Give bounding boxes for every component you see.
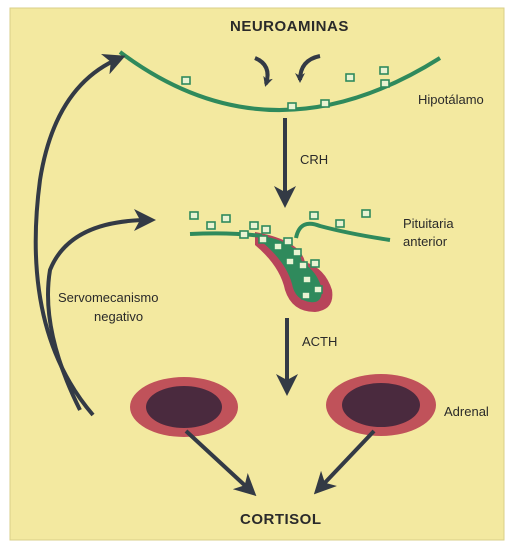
- neuroaminas-title: NEUROAMINAS: [230, 18, 349, 35]
- adrenal-right: [326, 374, 436, 436]
- hypothalamus-label: Hipotálamo: [418, 92, 484, 107]
- feedback-label-line2: negativo: [94, 309, 143, 324]
- cortisol-title: CORTISOL: [240, 511, 322, 528]
- adrenal-left: [130, 377, 238, 437]
- crh-label: CRH: [300, 152, 328, 167]
- acth-label: ACTH: [302, 334, 337, 349]
- feedback-label-line1: Servomecanismo: [58, 290, 158, 305]
- pituitary-label-line1: Pituitaria: [403, 216, 454, 231]
- adrenal-label: Adrenal: [444, 404, 489, 419]
- diagram-background: [10, 8, 504, 540]
- pituitary-label-line2: anterior: [403, 234, 447, 249]
